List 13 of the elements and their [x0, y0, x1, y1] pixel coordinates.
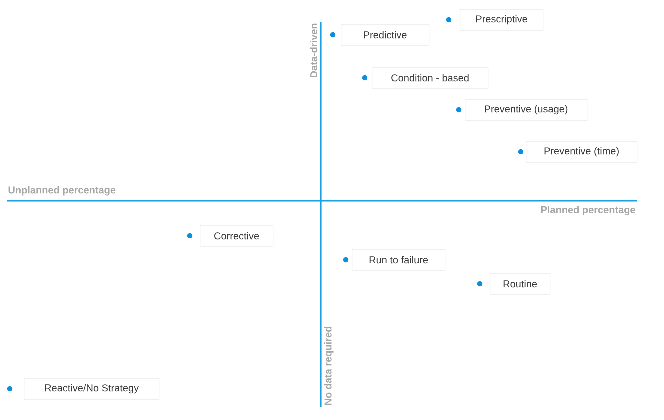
axis-label: No data required [324, 327, 334, 406]
axis-label: Data-driven [310, 24, 318, 78]
label-box: Predictive [341, 24, 430, 46]
label-box: Run to failure [352, 249, 446, 271]
label-box: Preventive (usage) [465, 99, 588, 121]
label-box: Preventive (time) [526, 141, 638, 163]
label-box: Condition - based [372, 67, 489, 89]
label-box: Reactive/No Strategy [24, 378, 160, 400]
label-box: Routine [490, 273, 551, 295]
axis-label: Unplanned percentage [8, 186, 116, 196]
axis-label: Planned percentage [541, 206, 636, 216]
label-box: Corrective [200, 225, 274, 247]
label-box: Prescriptive [460, 9, 544, 31]
